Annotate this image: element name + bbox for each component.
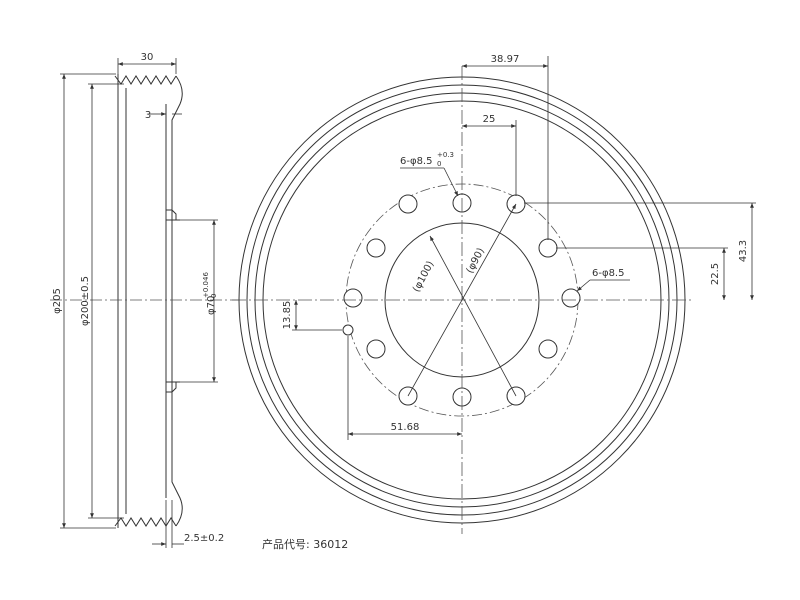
pcd-100-label: (φ100) [411, 259, 436, 294]
bolt-hole [398, 194, 418, 214]
dim-side-width: 30 [141, 52, 154, 63]
bolt-hole [343, 288, 363, 308]
rim-teeth-bottom [114, 517, 177, 527]
dim-height-13: 13.85 [282, 301, 293, 330]
front-dimensions [292, 56, 756, 440]
dim-offset-51: 51.68 [391, 422, 420, 433]
bolt-hole [366, 339, 386, 359]
dim-offset-25: 25 [483, 114, 496, 125]
hole-callout-top-tol-lower: 0 [437, 160, 441, 168]
small-hole [342, 324, 354, 336]
dim-flange-thickness: 3 [145, 110, 151, 121]
side-view [114, 74, 183, 528]
dim-bore-tol-lower: 0 [210, 294, 218, 298]
bolt-holes [342, 193, 581, 407]
dim-bore: φ70 +0.046 0 [202, 272, 218, 315]
hole-callout-top-tol-upper: +0.3 [437, 151, 454, 159]
bolt-hole [366, 238, 386, 258]
side-dimensions [60, 58, 218, 548]
dim-seat-dia: φ200±0.5 [80, 276, 91, 326]
dim-height-22: 22.5 [710, 263, 721, 285]
dim-height-43: 43.3 [738, 240, 749, 262]
hole-callout-top: 6-φ8.5 [400, 156, 432, 167]
diameter-leaders [407, 203, 517, 397]
bolt-hole [538, 238, 558, 258]
dim-bore-dia: φ70 [206, 296, 217, 315]
rim-teeth-top [114, 75, 177, 85]
dim-web-thickness: 2.5±0.2 [184, 533, 224, 544]
flange-profile-bottom [171, 382, 183, 527]
dim-bore-tol-upper: +0.046 [202, 272, 210, 298]
flange-profile-top [171, 75, 183, 220]
bolt-hole [561, 288, 581, 308]
dim-offset-38: 38.97 [491, 54, 520, 65]
bolt-hole [538, 339, 558, 359]
dim-outer-dia: φ205 [52, 288, 63, 314]
hole-callout-right: 6-φ8.5 [592, 268, 624, 279]
bore-ticks [166, 209, 172, 393]
product-code: 产品代号: 36012 [262, 537, 348, 551]
